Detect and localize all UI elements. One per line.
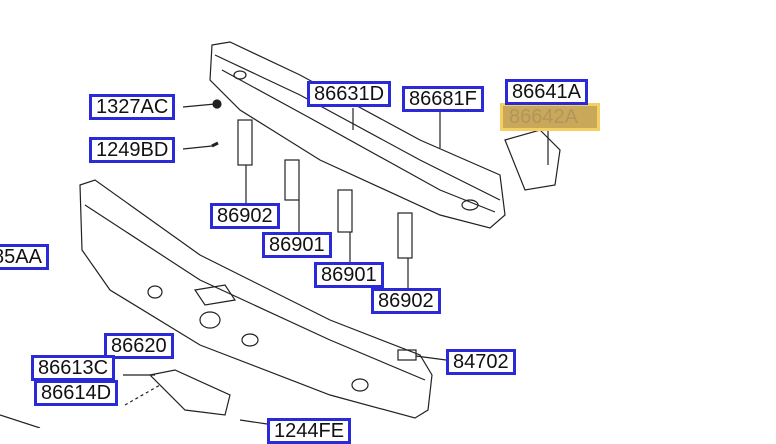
part-label-84702[interactable]: 84702 [446, 349, 516, 375]
part-label-85AA[interactable]: 85AA [0, 244, 49, 270]
bumper-beam-86631D [209, 41, 506, 229]
part-label-86901[interactable]: 86901 [314, 262, 384, 288]
brackets [0, 119, 561, 428]
part-label-86631D[interactable]: 86631D [307, 81, 392, 107]
part-label-86613C[interactable]: 86613C [31, 355, 116, 381]
part-label-1327AC[interactable]: 1327AC [89, 94, 176, 120]
leader-lines [123, 103, 549, 425]
part-label-86901[interactable]: 86901 [262, 232, 332, 258]
part-label-1249BD[interactable]: 1249BD [89, 137, 176, 163]
part-label-86681F[interactable]: 86681F [402, 86, 484, 112]
part-label-86620[interactable]: 86620 [104, 333, 174, 359]
energy-absorber-86620 [79, 179, 433, 419]
bolt-icon [211, 141, 219, 148]
parts-drawing [0, 41, 561, 428]
part-label-86614D[interactable]: 86614D [34, 380, 119, 406]
part-label-86642A-highlighted[interactable]: 86642A [500, 103, 600, 131]
part-label-86902[interactable]: 86902 [210, 203, 280, 229]
part-label-86641A[interactable]: 86641A [505, 79, 588, 105]
nut-icon [212, 99, 222, 109]
part-label-86902[interactable]: 86902 [371, 288, 441, 314]
part-label-1244FE[interactable]: 1244FE [267, 418, 352, 444]
